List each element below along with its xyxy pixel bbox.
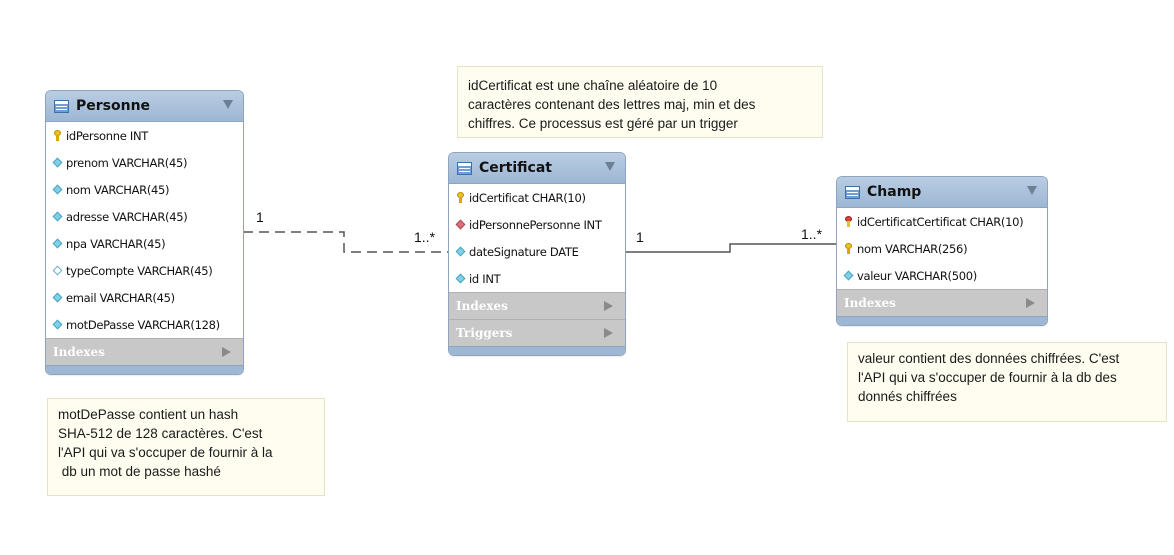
table-personne[interactable]: Personne idPersonne INT prenom VARCHAR(4… <box>45 90 244 375</box>
expand-arrow-icon[interactable] <box>604 328 613 338</box>
column-label: nom VARCHAR(256) <box>857 241 968 256</box>
table-title: Personne <box>76 98 151 114</box>
section-label: Triggers <box>456 326 513 340</box>
relationship-personne-certificat-line <box>243 231 448 253</box>
column-icon <box>52 211 63 222</box>
column-label: motDePasse VARCHAR(128) <box>66 317 220 332</box>
column-icon <box>52 319 63 330</box>
table-certificat-header[interactable]: Certificat <box>449 153 625 184</box>
table-title: Certificat <box>479 160 552 176</box>
column-icon <box>52 292 63 303</box>
column-row[interactable]: id INT <box>449 265 625 292</box>
table-certificat[interactable]: Certificat idCertificat CHAR(10) idPerso… <box>448 152 626 356</box>
cardinality-certificat-one: 1 <box>636 229 644 245</box>
indexes-section[interactable]: Indexes <box>46 338 243 365</box>
table-icon <box>845 185 860 199</box>
column-label: adresse VARCHAR(45) <box>66 209 188 224</box>
column-row[interactable]: dateSignature DATE <box>449 238 625 265</box>
column-label: id INT <box>469 271 501 286</box>
column-row[interactable]: nom VARCHAR(45) <box>46 176 243 203</box>
note-personne[interactable]: motDePasse contient un hash SHA-512 de 1… <box>47 398 325 496</box>
expand-arrow-icon[interactable] <box>222 347 231 357</box>
column-row[interactable]: email VARCHAR(45) <box>46 284 243 311</box>
foreign-primary-key-icon <box>843 216 854 227</box>
relationship-certificat-champ-line <box>624 243 836 253</box>
column-icon <box>455 246 466 257</box>
nullable-column-icon <box>52 265 63 276</box>
table-title: Champ <box>867 184 922 200</box>
column-row[interactable]: prenom VARCHAR(45) <box>46 149 243 176</box>
column-icon <box>52 184 63 195</box>
column-row[interactable]: motDePasse VARCHAR(128) <box>46 311 243 338</box>
table-icon <box>54 99 69 113</box>
primary-key-icon <box>455 192 466 203</box>
column-icon <box>52 157 63 168</box>
table-champ[interactable]: Champ idCertificatCertificat CHAR(10) no… <box>836 176 1048 326</box>
section-label: Indexes <box>844 296 896 310</box>
column-row[interactable]: npa VARCHAR(45) <box>46 230 243 257</box>
column-icon <box>843 270 854 281</box>
column-label: idCertificat CHAR(10) <box>469 190 586 205</box>
column-label: npa VARCHAR(45) <box>66 236 166 251</box>
column-row[interactable]: nom VARCHAR(256) <box>837 235 1047 262</box>
column-label: valeur VARCHAR(500) <box>857 268 977 283</box>
column-row[interactable]: idPersonne INT <box>46 122 243 149</box>
column-label: email VARCHAR(45) <box>66 290 175 305</box>
note-certificat[interactable]: idCertificat est une chaîne aléatoire de… <box>457 66 823 138</box>
indexes-section[interactable]: Indexes <box>837 289 1047 316</box>
cardinality-champ-many: 1..* <box>801 226 823 242</box>
column-row[interactable]: idCertificatCertificat CHAR(10) <box>837 208 1047 235</box>
note-champ[interactable]: valeur contient des données chiffrées. C… <box>847 342 1167 422</box>
table-personne-header[interactable]: Personne <box>46 91 243 122</box>
column-icon <box>455 273 466 284</box>
cardinality-personne-one: 1 <box>256 209 264 225</box>
primary-key-icon <box>843 243 854 254</box>
column-row[interactable]: valeur VARCHAR(500) <box>837 262 1047 289</box>
primary-key-icon <box>52 130 63 141</box>
section-label: Indexes <box>456 299 508 313</box>
cardinality-certificat-many: 1..* <box>414 229 436 245</box>
column-label: nom VARCHAR(45) <box>66 182 170 197</box>
column-row[interactable]: idCertificat CHAR(10) <box>449 184 625 211</box>
collapse-toggle-icon[interactable] <box>1027 186 1037 195</box>
section-label: Indexes <box>53 345 105 359</box>
column-label: idPersonnePersonne INT <box>469 217 602 232</box>
table-footer <box>837 316 1047 325</box>
triggers-section[interactable]: Triggers <box>449 319 625 346</box>
column-icon <box>52 238 63 249</box>
column-row[interactable]: adresse VARCHAR(45) <box>46 203 243 230</box>
table-icon <box>457 161 472 175</box>
expand-arrow-icon[interactable] <box>604 301 613 311</box>
column-label: prenom VARCHAR(45) <box>66 155 188 170</box>
column-label: idPersonne INT <box>66 128 148 143</box>
table-champ-header[interactable]: Champ <box>837 177 1047 208</box>
column-row[interactable]: idPersonnePersonne INT <box>449 211 625 238</box>
column-label: dateSignature DATE <box>469 244 579 259</box>
collapse-toggle-icon[interactable] <box>223 100 233 109</box>
column-label: typeCompte VARCHAR(45) <box>66 263 213 278</box>
indexes-section[interactable]: Indexes <box>449 292 625 319</box>
column-label: idCertificatCertificat CHAR(10) <box>857 214 1024 229</box>
table-footer <box>46 365 243 374</box>
collapse-toggle-icon[interactable] <box>605 162 615 171</box>
expand-arrow-icon[interactable] <box>1026 298 1035 308</box>
table-footer <box>449 346 625 355</box>
column-row[interactable]: typeCompte VARCHAR(45) <box>46 257 243 284</box>
foreign-key-icon <box>455 219 466 230</box>
